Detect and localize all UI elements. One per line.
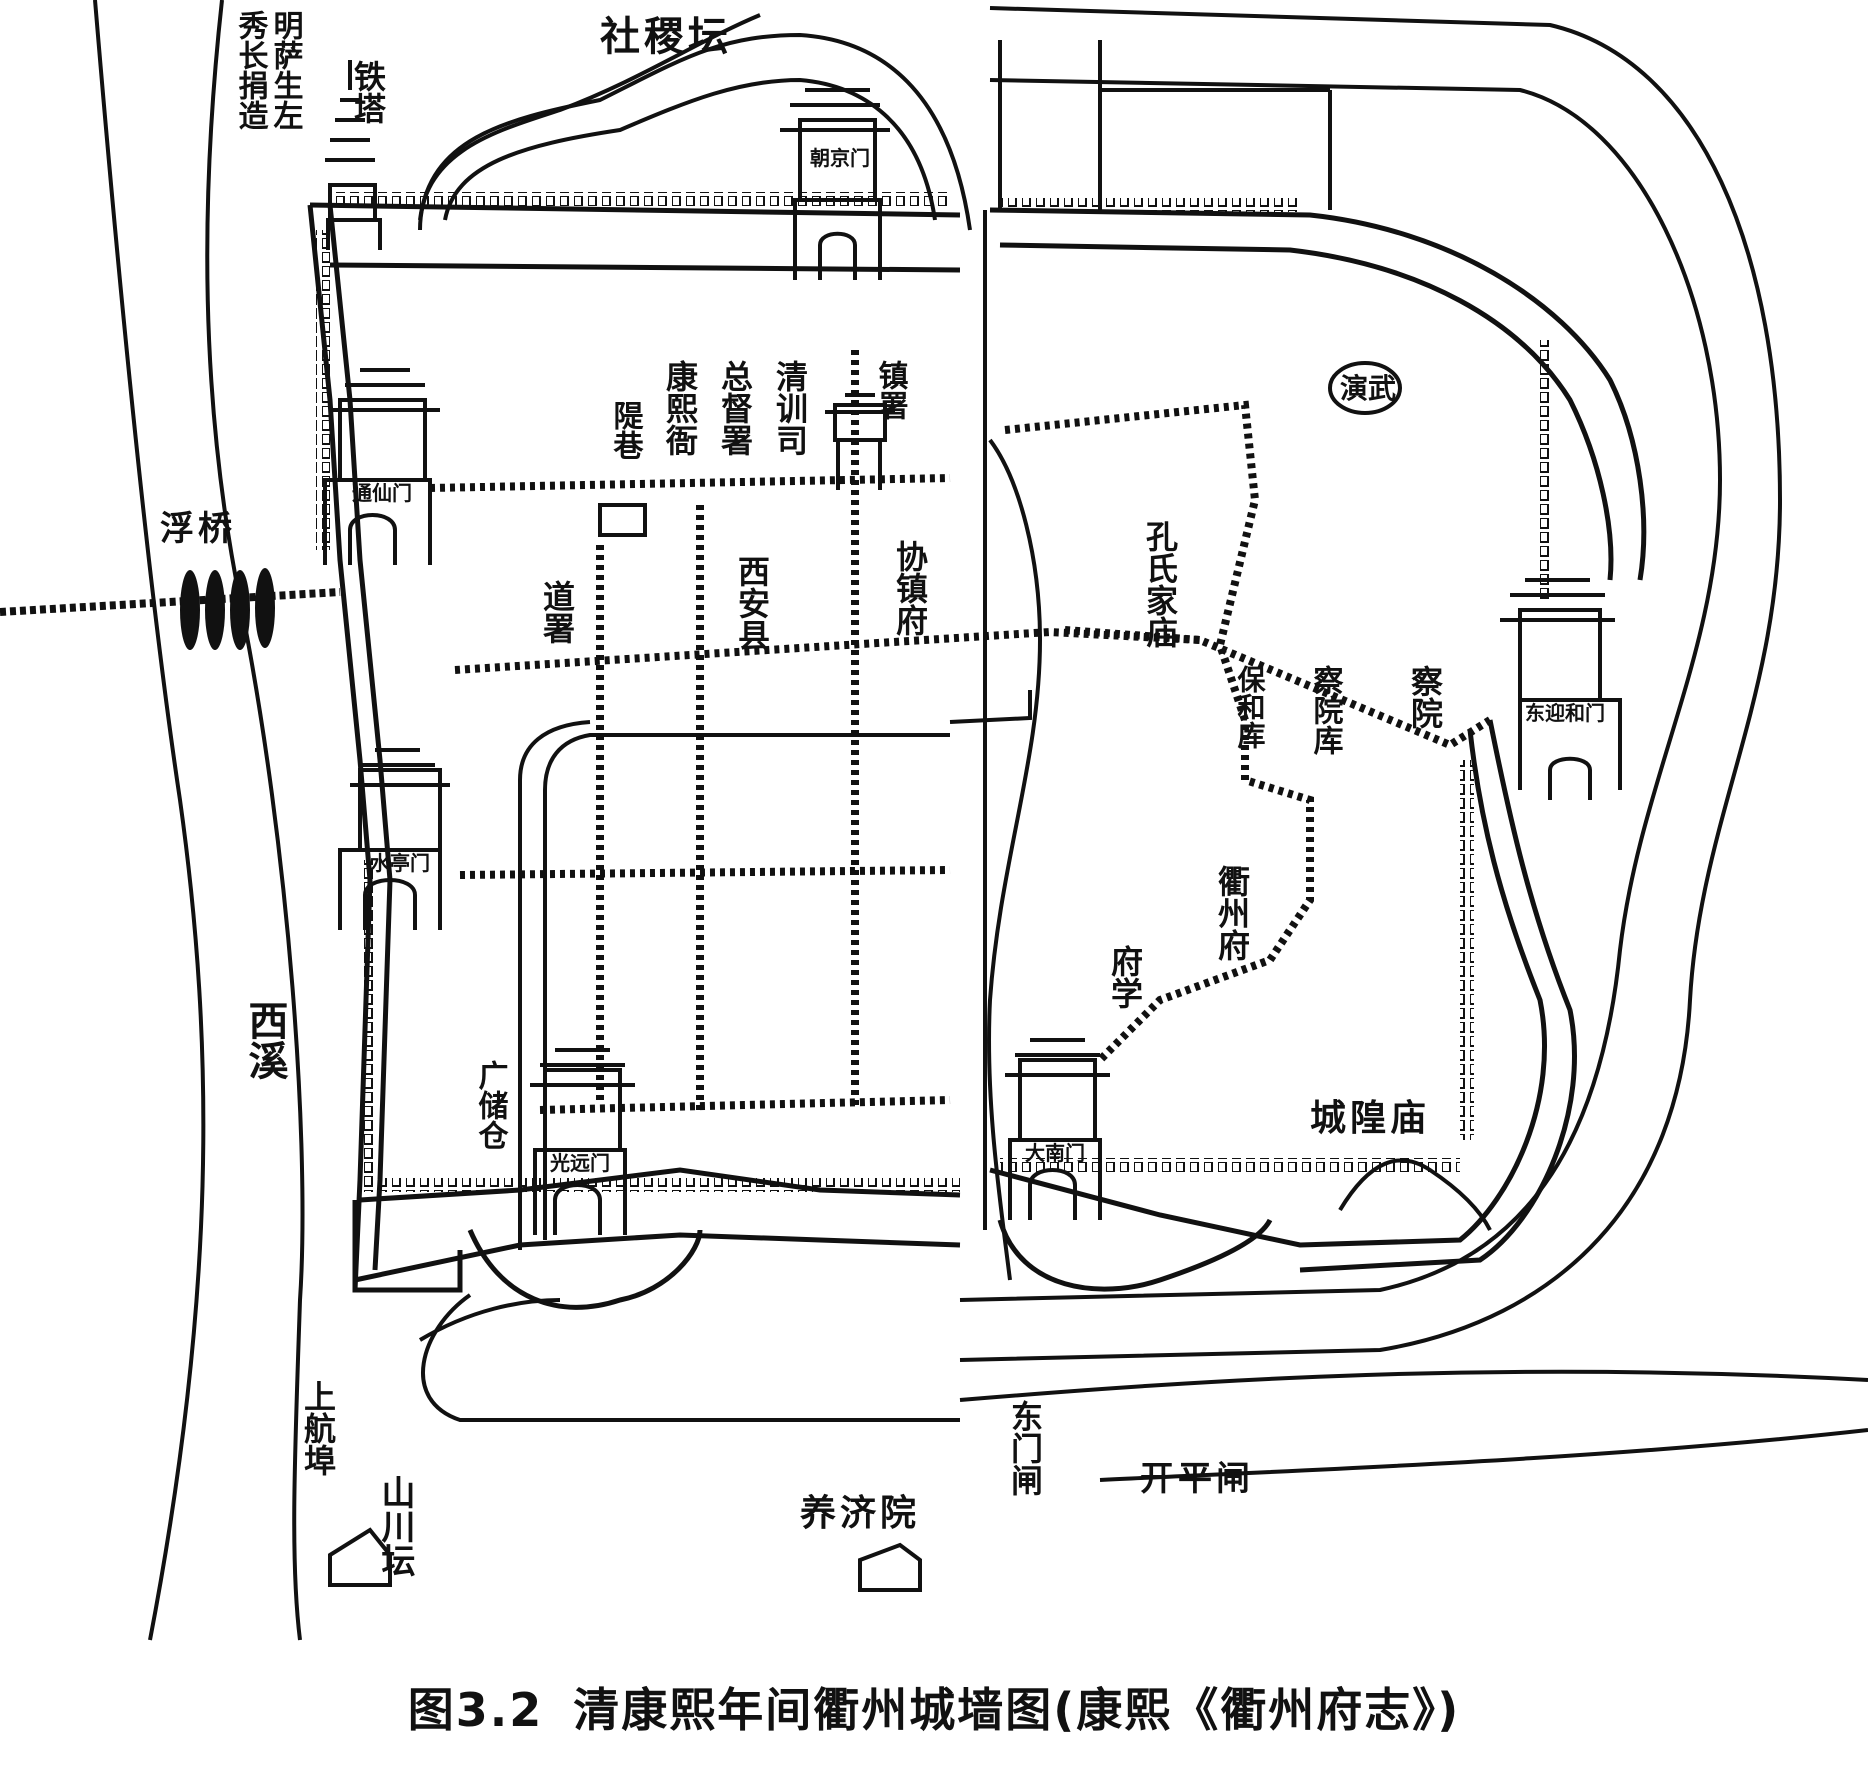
gate-tower-south-west [530, 1048, 635, 1235]
label-sheji-tan: 社稷坛 [600, 13, 732, 60]
label-tie-ta: 铁塔 [349, 60, 387, 124]
label-kangjian: 康熙衙 [661, 359, 699, 456]
figure-title: 清康熙年间衢州城墙图(康熙《衢州府志》) [573, 1683, 1461, 1737]
outer-moat [418, 6, 1868, 1482]
label-gate-south: 光远门 [549, 1151, 610, 1175]
label-dongmen-zha: 东门闸 [1006, 1399, 1044, 1496]
label-gate-east: 东迎和门 [1525, 701, 1605, 725]
gate-tower-west-upper [323, 368, 440, 565]
label-huanghua: 镇署 [873, 360, 909, 420]
label-kaiping-zha: 开平闸 [1140, 1459, 1254, 1499]
label-xiahang-bu: 上航埠 [299, 1380, 337, 1476]
drum-tower [825, 393, 895, 490]
city-wall [307, 202, 1647, 1310]
gate-tower-south-east [1005, 1038, 1110, 1220]
label-baohe-ku: 保和库 [1234, 665, 1267, 750]
label-gate-west2: 水亭门 [370, 851, 430, 875]
label-fuxue: 府学 [1106, 944, 1144, 1009]
label-kongshi-jiamiao: 孔氏家庙 [1141, 520, 1179, 648]
streets [429, 350, 1493, 1114]
gate-tower-west-lower [338, 748, 450, 930]
label-gate-north: 朝京门 [810, 146, 870, 170]
label-xiezhen-fu: 协镇府 [891, 540, 929, 637]
label-chayuan-ku: 察院库 [1308, 664, 1344, 756]
label-daoshu: 道署 [538, 580, 576, 644]
label-kanan: 隄巷 [608, 400, 645, 460]
label-ming-line1: 明萨生左 [268, 10, 304, 130]
north-moat [418, 32, 972, 231]
label-ancang: 广储仓 [473, 1060, 509, 1150]
label-shanchuan-tan: 山川坛 [375, 1475, 415, 1577]
floating-bridge [0, 568, 341, 650]
label-ming-line2: 秀长捐造 [233, 10, 270, 131]
label-qinghuai: 清训司 [771, 360, 809, 456]
label-yangji-yuan: 养济院 [800, 1492, 920, 1534]
label-chayuan: 察院 [1406, 665, 1444, 729]
map-labels: 社稷坛 铁塔 明萨生左 秀长捐造 浮桥 西溪 上航埠 山川坛 养济院 开平闸 东… [160, 10, 1605, 1577]
label-fu-qiao: 浮桥 [160, 509, 236, 549]
gate-tower-north [780, 88, 890, 280]
label-yanwu: 演武 [1340, 372, 1396, 405]
label-quzhou-fu: 衢州府 [1213, 865, 1251, 962]
gate-tower-east [1500, 578, 1622, 800]
city-wall-map: 社稷坛 铁塔 明萨生左 秀长捐造 浮桥 西溪 上航埠 山川坛 养济院 开平闸 东… [0, 0, 1868, 1641]
label-xi-xi: 西溪 [242, 1000, 289, 1080]
label-gate-southeast: 大南门 [1025, 1141, 1085, 1165]
label-chenghuang-miao: 城隍庙 [1310, 1097, 1430, 1139]
west-river [93, 0, 305, 1641]
buildings [328, 361, 1492, 1592]
label-xian-ya: 西安县 [733, 555, 771, 651]
inner-canal [418, 690, 1032, 1422]
iron-pagoda [325, 60, 382, 250]
figure-caption: 图3.2 清康熙年间衢州城墙图(康熙《衢州府志》) [0, 1660, 1868, 1760]
wall-crenellations [316, 192, 1554, 1192]
figure-number: 图3.2 [407, 1683, 544, 1737]
label-zongdu: 总督署 [716, 360, 754, 456]
label-gate-west1: 通仙门 [352, 481, 412, 505]
